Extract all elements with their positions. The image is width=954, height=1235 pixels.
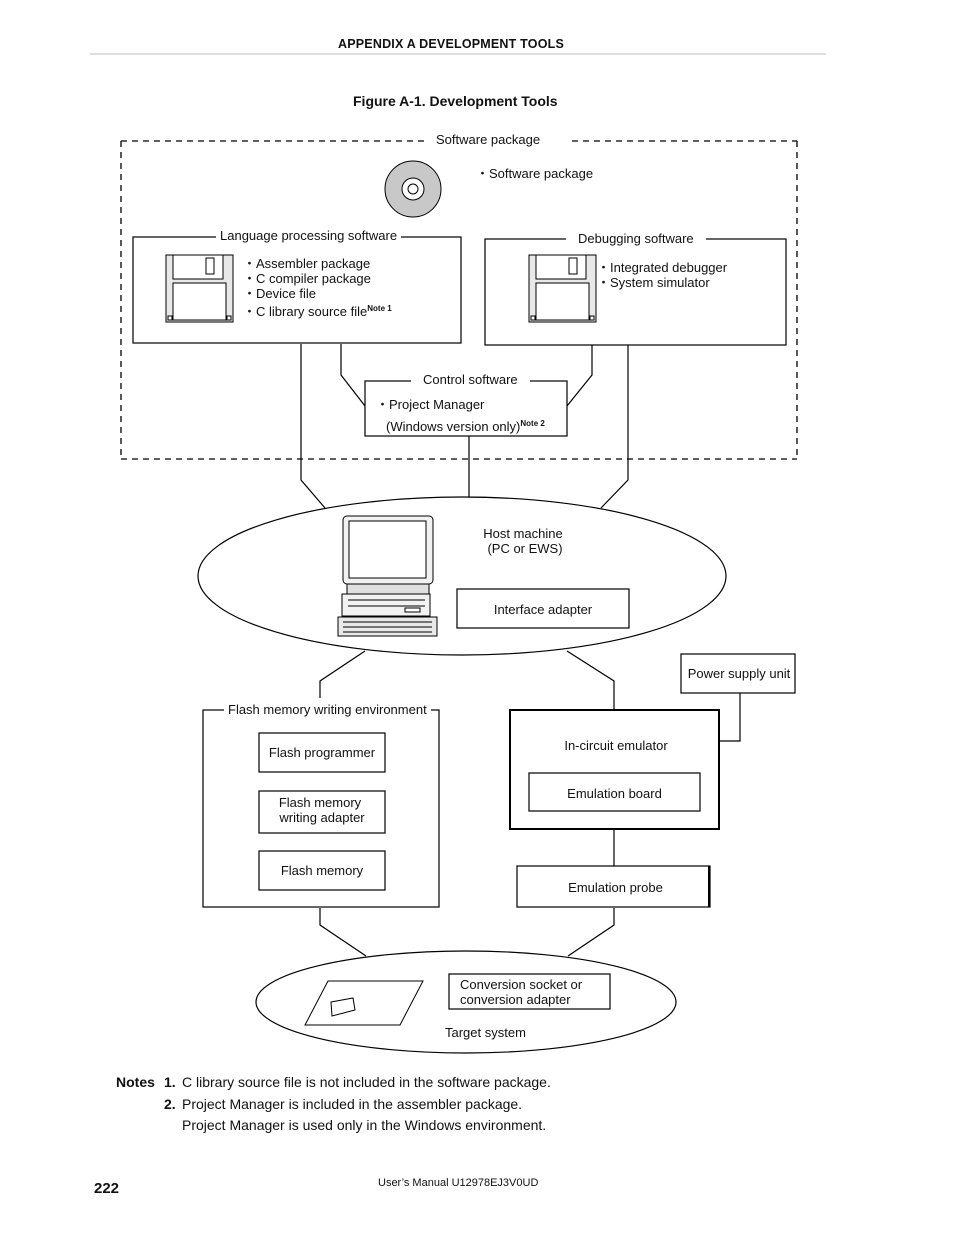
target-system-label: Target system [445,1025,526,1040]
note-1-text: C library source file is not included in… [182,1074,551,1090]
c-library-text: ・C library source file [243,304,368,319]
windows-only-text: (Windows version only) [386,419,521,434]
note-2-number: 2. [164,1096,176,1112]
floppy-disk-icon [165,254,234,323]
lp-item-assembler: ・Assembler package [243,256,371,271]
note-2-text-b: Project Manager is used only in the Wind… [182,1117,547,1133]
software-package-frame [120,140,798,460]
emulation-probe-box [516,865,711,908]
note-2-ref: Note 2 [520,419,545,428]
target-board-icon [304,980,424,1026]
note-1-ref: Note 1 [367,304,392,313]
lp-item-device-file: ・Device file [243,286,316,301]
flash-programmer-label: Flash programmer [268,745,376,760]
interface-adapter-box [456,588,630,629]
language-processing-label: Language processing software [216,228,402,243]
emulation-board-box [528,772,701,812]
flash-adapter-box [258,790,386,834]
page-header: APPENDIX A DEVELOPMENT TOOLS [338,37,564,51]
host-machine-sublabel: (PC or EWS) [487,541,563,556]
ice-label: In-circuit emulator [564,738,668,753]
interface-adapter-label: Interface adapter [493,602,593,617]
flash-programmer-box [258,732,386,773]
host-machine-ellipse [197,496,727,656]
control-item-project-manager: ・Project Manager [376,397,485,412]
flash-env-label: Flash memory writing environment [224,702,431,717]
conversion-socket-label-2: conversion adapter [460,992,571,1007]
flash-memory-label: Flash memory [280,863,364,878]
software-package-item: ・Software package [476,166,594,181]
dbg-item-simulator: ・System simulator [597,275,710,290]
note-1-number: 1. [164,1074,176,1090]
dbg-item-debugger: ・Integrated debugger [597,260,728,275]
control-item-windows: (Windows version only)Note 2 [386,416,545,434]
power-supply-label: Power supply unit [687,666,791,681]
flash-adapter-label-1: Flash memory [278,795,362,810]
software-package-label: Software package [436,132,541,147]
host-machine-label: Host machine [483,526,563,541]
debugging-label: Debugging software [566,231,706,246]
cd-disc-icon [384,160,442,218]
note-2-text: Project Manager is included in the assem… [182,1096,523,1112]
emulation-board-label: Emulation board [567,786,662,801]
manual-id: User’s Manual U12978EJ3V0UD [378,1177,539,1189]
page-number: 222 [94,1180,120,1197]
notes-heading: Notes [116,1074,155,1090]
flash-memory-box [258,850,386,891]
computer-icon [337,515,438,637]
lp-item-c-compiler: ・C compiler package [243,271,371,286]
conversion-socket-box [448,973,611,1010]
control-software-label: Control software [411,372,530,387]
emulation-probe-label: Emulation probe [568,880,663,895]
connector-lines [300,344,741,957]
figure-title: Figure A-1. Development Tools [353,93,558,109]
conversion-socket-label-1: Conversion socket or [460,977,583,992]
floppy-disk-icon [528,254,597,323]
power-supply-box [680,653,796,694]
lp-item-c-library: ・C library source fileNote 1 [243,301,392,319]
flash-adapter-label-2: writing adapter [279,810,365,825]
